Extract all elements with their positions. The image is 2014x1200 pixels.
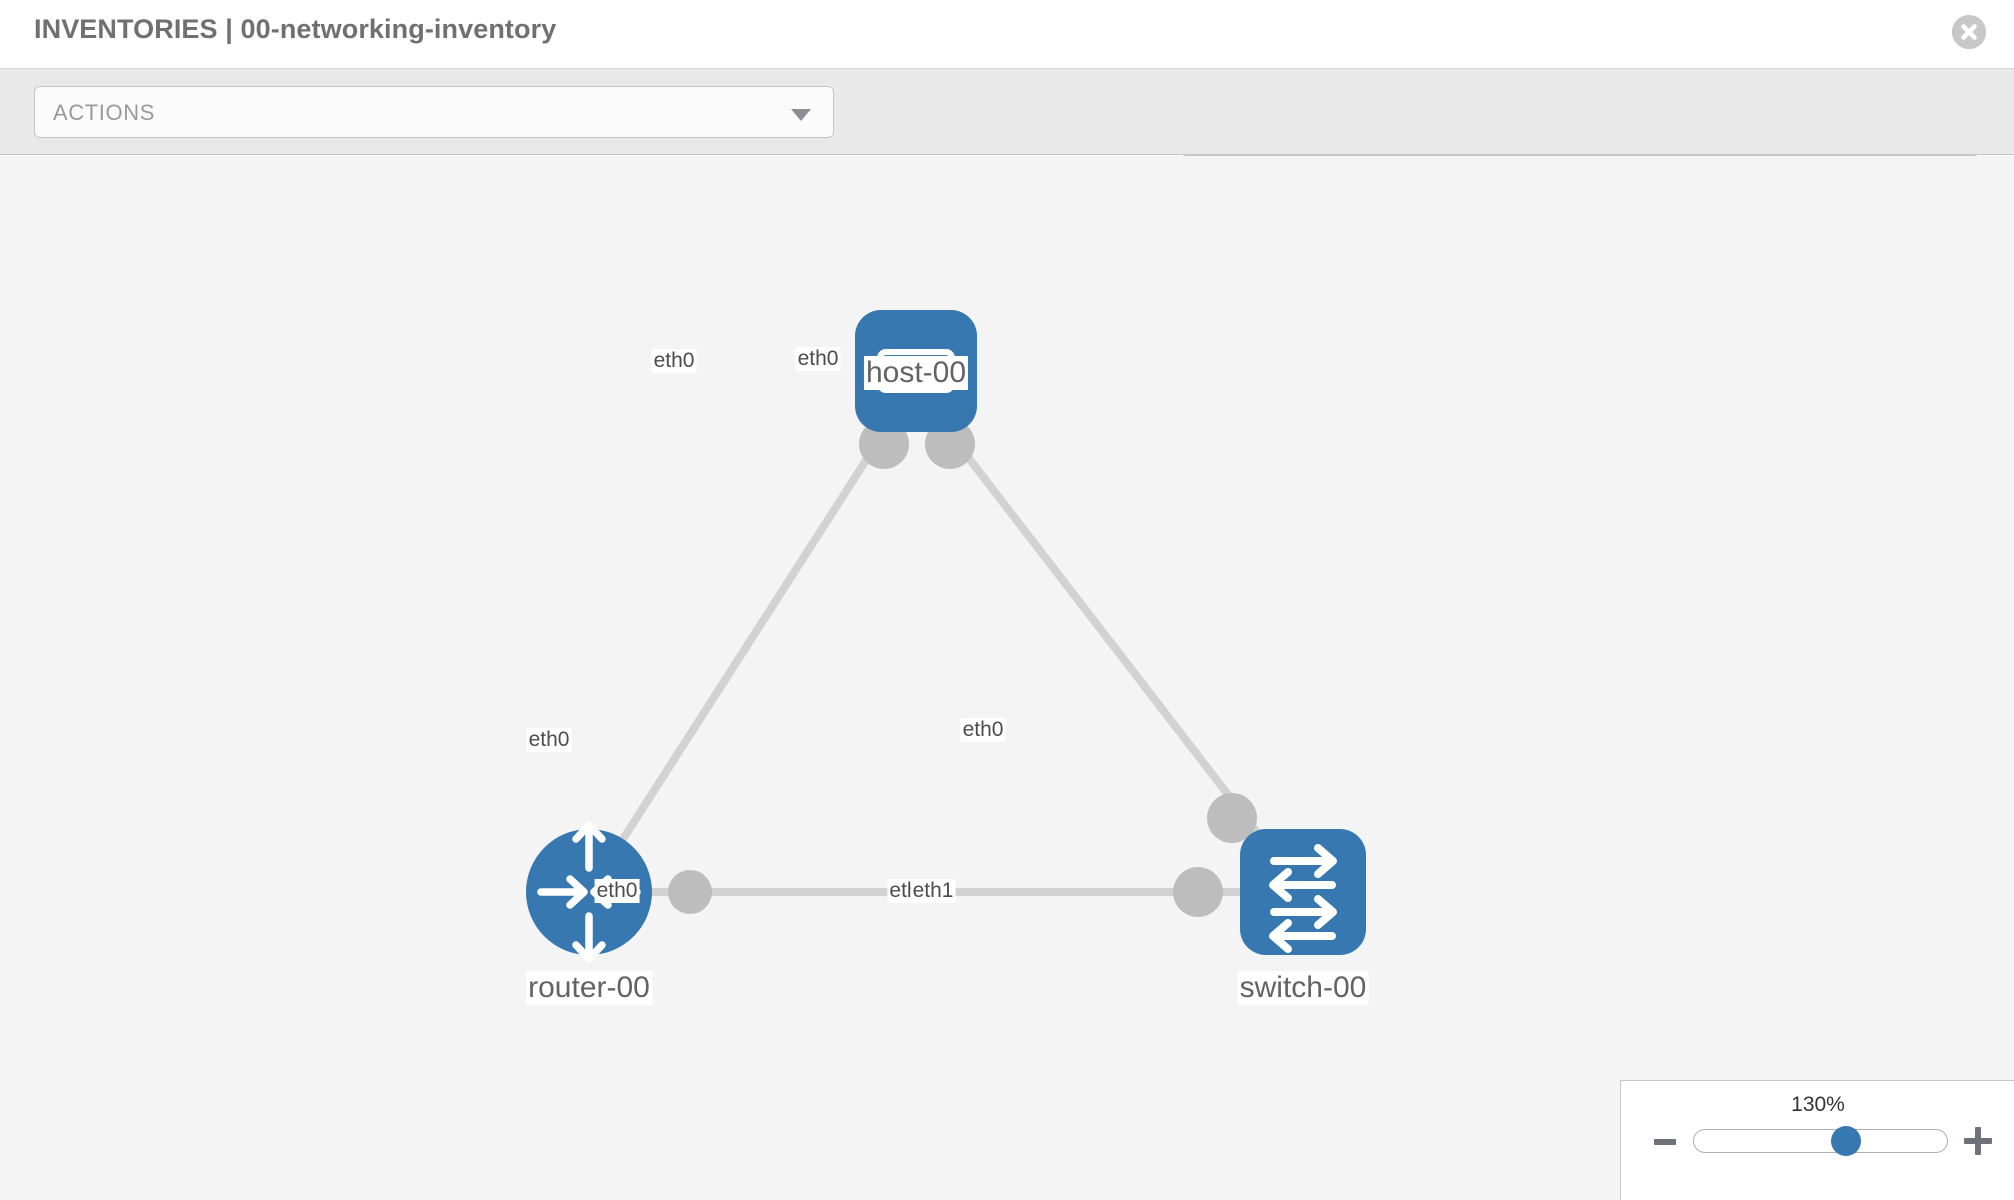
- actions-dropdown-label: ACTIONS: [53, 100, 155, 125]
- zoom-slider-thumb[interactable]: [1830, 1126, 1861, 1156]
- node-switch-00[interactable]: [1240, 829, 1366, 955]
- node-label-switch-00: switch-00: [1237, 971, 1369, 1005]
- chevron-down-icon: [791, 109, 811, 121]
- plus-icon[interactable]: [1964, 1127, 1992, 1155]
- node-label-router-00: router-00: [526, 971, 652, 1005]
- close-circle-icon: [1952, 15, 1986, 49]
- minus-icon[interactable]: [1654, 1139, 1676, 1145]
- connector-switch-left[interactable]: [1173, 867, 1223, 917]
- link-router-host[interactable]: [585, 423, 892, 895]
- connector-switch-top-left[interactable]: [1207, 793, 1257, 843]
- toolbar: ACTIONS SEARCH: [0, 69, 2014, 207]
- switch-icon: [1269, 844, 1337, 953]
- zoom-percentage: 130%: [1791, 1093, 1845, 1116]
- close-icon[interactable]: [1952, 15, 1986, 49]
- topology-graph: [526, 310, 1366, 963]
- node-label-host-00: host-00: [863, 356, 969, 390]
- iface-label-host-right: eth0: [795, 347, 841, 371]
- page-header: INVENTORIES | 00-networking-inventory: [0, 0, 2014, 69]
- page-title: INVENTORIES | 00-networking-inventory: [34, 14, 557, 44]
- topology-connectors: [668, 419, 1257, 917]
- topology-canvas[interactable]: eth0 eth0 eth0 eth0 eth0 eth eth1 host-0…: [0, 156, 2014, 1200]
- iface-label-switch-up: eth0: [960, 718, 1006, 742]
- iface-label-router-up: eth0: [526, 728, 572, 752]
- iface-label-switch-left: eth1: [910, 879, 956, 903]
- zoom-control-panel: 130%: [1620, 1080, 2014, 1200]
- iface-label-router-right: eth0: [594, 879, 640, 903]
- zoom-slider[interactable]: [1693, 1126, 1948, 1156]
- topology-links: [585, 423, 1307, 896]
- connector-router-right[interactable]: [668, 870, 712, 914]
- iface-label-host-left: eth0: [651, 349, 697, 373]
- actions-dropdown[interactable]: ACTIONS: [34, 86, 834, 138]
